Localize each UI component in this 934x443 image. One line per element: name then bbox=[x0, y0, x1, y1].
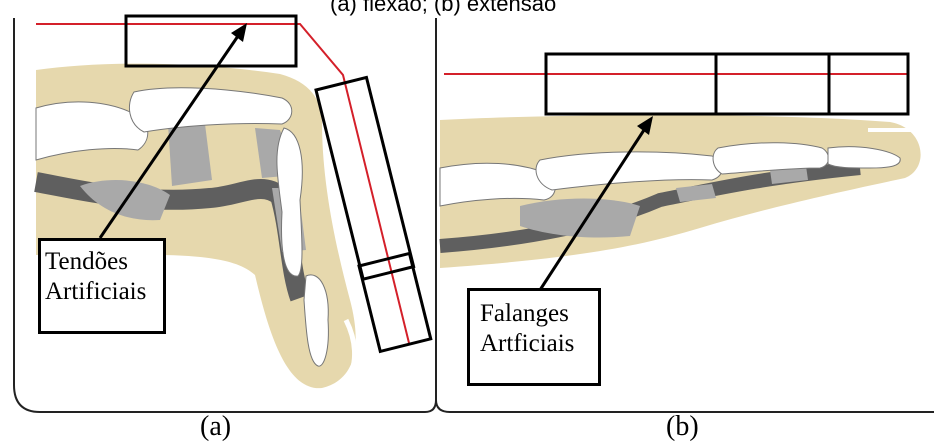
label-line-1: Falanges bbox=[480, 299, 588, 329]
label-line-1: Tendões bbox=[45, 247, 159, 277]
figure-caption: (a) flexão; (b) extensão bbox=[330, 0, 556, 17]
phalanx-rect-b3 bbox=[829, 54, 908, 114]
panel-label-b: (b) bbox=[666, 411, 699, 443]
panel-label-a: (a) bbox=[200, 411, 231, 443]
label-tendoes-artificiais: Tendões Artificiais bbox=[38, 238, 166, 334]
label-line-2: Artificiais bbox=[45, 277, 159, 307]
phalanx-rect-a3 bbox=[359, 253, 431, 351]
label-line-2: Artficiais bbox=[480, 329, 588, 359]
arrow-head-a bbox=[231, 23, 247, 42]
phalanx-rect-b1 bbox=[546, 54, 716, 114]
phalanx-rect-b2 bbox=[716, 54, 829, 114]
flexed-finger bbox=[36, 64, 356, 389]
label-falanges-artficiais: Falanges Artficiais bbox=[467, 288, 601, 386]
extended-finger bbox=[440, 115, 921, 268]
cartilage-a2 bbox=[168, 124, 212, 186]
